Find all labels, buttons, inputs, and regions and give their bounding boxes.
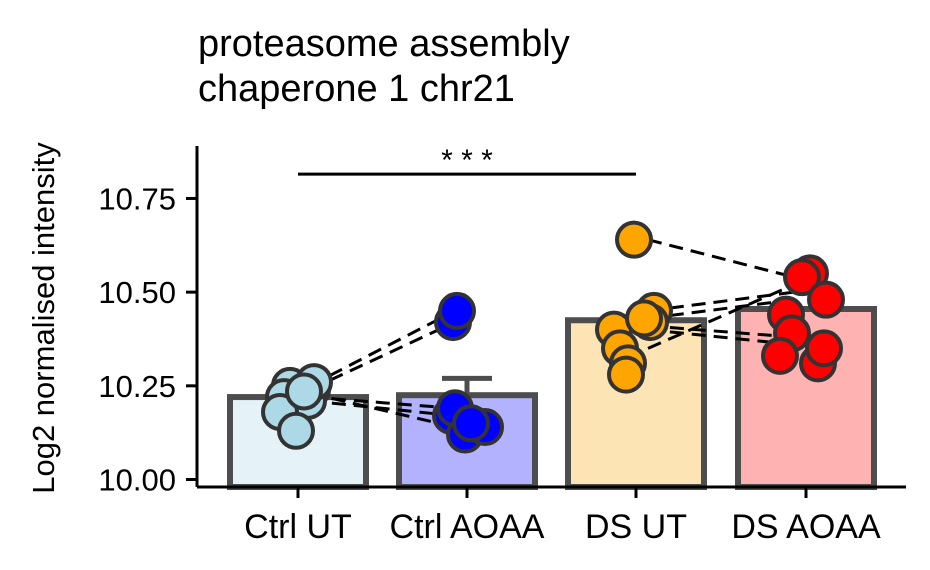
y-tick-label: 10.25 [98, 369, 176, 404]
significance-layer: * * * [298, 144, 636, 177]
y-tick-label: 10.50 [98, 275, 176, 310]
y-axis-label: Log2 normalised intensity [26, 142, 61, 494]
x-tick-label: DS AOAA [731, 508, 881, 546]
chart-title-line-1: proteasome assembly [198, 23, 570, 65]
data-point [438, 291, 476, 330]
data-point [285, 372, 323, 411]
axes-layer [195, 146, 906, 489]
paired-lines-layer [309, 238, 795, 429]
data-point [807, 280, 845, 319]
x-tick-label: Ctrl UT [244, 508, 352, 546]
data-point [607, 355, 645, 394]
paired-line [309, 320, 456, 391]
paired-line [647, 324, 795, 339]
data-point [805, 329, 843, 368]
error-bars-layer [442, 375, 492, 396]
points-layer [261, 220, 845, 454]
paired-line [309, 391, 456, 429]
data-point [625, 299, 663, 338]
y-ticks-layer: 10.00 10.25 10.50 10.75 [98, 181, 197, 498]
chart-title: proteasome assembly chaperone 1 chr21 [198, 22, 570, 112]
paired-line [309, 309, 456, 388]
data-point [277, 411, 315, 450]
data-point [615, 220, 653, 259]
x-ticks-layer: Ctrl UT Ctrl AOAA DS UT DS AOAA [244, 487, 881, 546]
data-point [783, 258, 821, 297]
paired-line [309, 399, 456, 418]
y-tick-label: 10.00 [98, 463, 176, 498]
chart-title-line-2: chaperone 1 chr21 [198, 68, 515, 110]
paired-line [647, 238, 795, 279]
data-point [452, 404, 490, 443]
significance-label: * * * [441, 144, 493, 177]
x-tick-label: DS UT [585, 508, 687, 546]
paired-line [647, 283, 795, 350]
data-point [761, 336, 799, 375]
y-tick-label: 10.75 [98, 181, 176, 216]
x-tick-label: Ctrl AOAA [390, 508, 545, 546]
